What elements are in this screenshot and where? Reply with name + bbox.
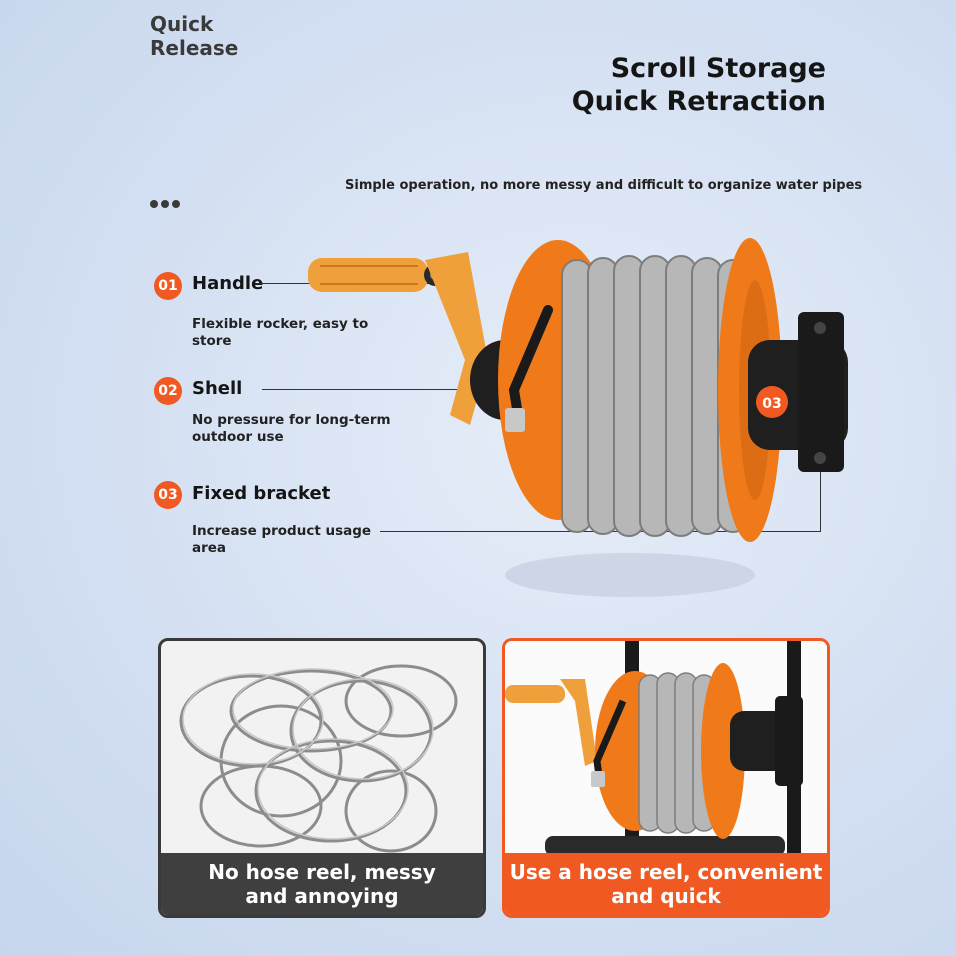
title-line-2: Quick Retraction xyxy=(571,86,826,117)
reel-on-cart-image xyxy=(505,641,827,861)
feature-name-handle: Handle xyxy=(192,273,264,294)
feature-desc-bracket-1: Increase product usage xyxy=(192,523,372,539)
feature-desc-bracket-2: area xyxy=(192,540,227,556)
title-line-1: Scroll Storage xyxy=(610,53,826,84)
feature-desc-handle-2: store xyxy=(192,333,232,349)
feature-name-fixed-bracket: Fixed bracket xyxy=(192,483,331,504)
comparison-caption-with-reel: Use a hose reel, convenient and quick xyxy=(505,853,827,915)
callout-line-bracket-vertical xyxy=(820,470,821,532)
hose-reel-image: 03 xyxy=(308,238,848,597)
right-caption-line-2: and quick xyxy=(611,884,721,908)
feature-desc-handle-1: Flexible rocker, easy to xyxy=(192,316,369,332)
comparison-caption-without-reel: No hose reel, messy and annoying xyxy=(161,853,483,915)
comparison-panel-with-reel: Use a hose reel, convenient and quick xyxy=(502,638,830,918)
feature-badge-03: 03 xyxy=(154,481,182,509)
comparison-panel-without-reel: No hose reel, messy and annoying xyxy=(158,638,486,918)
right-caption-line-1: Use a hose reel, convenient xyxy=(509,860,823,884)
page-subtitle: Simple operation, no more messy and diff… xyxy=(345,178,863,193)
feature-badge-01: 01 xyxy=(154,272,182,300)
page-title: Scroll Storage Quick Retraction xyxy=(572,52,826,118)
brand-logo-text: Quick Release xyxy=(150,12,238,60)
feature-name-shell: Shell xyxy=(192,378,243,399)
product-marker-03: 03 xyxy=(762,396,781,412)
feature-desc-handle: Flexible rocker, easy to store xyxy=(192,316,392,350)
callout-line-shell xyxy=(262,389,490,390)
brand-line-2: Release xyxy=(150,36,239,60)
tangled-hose-image xyxy=(179,664,458,853)
dots-icon xyxy=(150,193,183,212)
left-caption-line-1: No hose reel, messy xyxy=(208,860,436,884)
brand-line-1: Quick xyxy=(150,12,214,36)
feature-badge-02: 02 xyxy=(154,377,182,405)
feature-desc-shell-1: No pressure for long-term xyxy=(192,412,391,428)
feature-desc-shell-2: outdoor use xyxy=(192,429,284,445)
feature-desc-shell: No pressure for long-term outdoor use xyxy=(192,412,392,446)
feature-desc-fixed-bracket: Increase product usage area xyxy=(192,523,392,557)
left-caption-line-2: and annoying xyxy=(245,884,399,908)
